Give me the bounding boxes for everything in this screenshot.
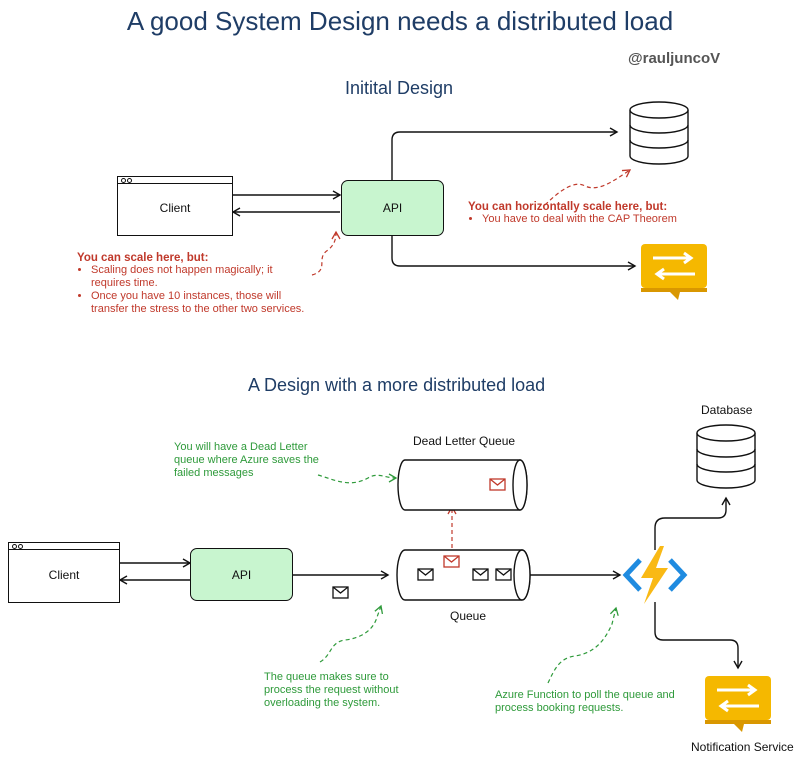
client-window: Client — [117, 176, 233, 236]
dlq-note: You will have a Dead Letter queue where … — [174, 441, 319, 479]
api-label: API — [382, 201, 403, 215]
api-label: API — [231, 567, 252, 582]
distributed-design-heading: A Design with a more distributed load — [248, 375, 546, 395]
scale-note-title: You can scale here, but: — [77, 252, 209, 264]
initial-design-heading: Initital Design — [345, 78, 454, 98]
dead-letter-queue-label: Dead Letter Queue — [413, 434, 516, 448]
api-box: API — [190, 548, 293, 601]
envelope-icon — [472, 568, 489, 581]
envelope-icon — [332, 586, 349, 599]
window-dot — [12, 544, 17, 549]
distributed-connectors — [118, 496, 743, 670]
page-title: A good System Design needs a distributed… — [126, 6, 674, 36]
window-titlebar — [118, 177, 232, 184]
service-bus-icon — [705, 676, 771, 732]
client-label: Client — [48, 568, 80, 582]
envelope-icon — [417, 568, 434, 581]
queue-label: Queue — [450, 609, 487, 623]
window-dot — [121, 178, 126, 183]
horizontal-note-title: You can horizontally scale here, but: — [468, 201, 668, 213]
initial-connectors — [231, 127, 637, 271]
queue-cylinder — [396, 549, 531, 601]
window-dot — [127, 178, 132, 183]
queue-note: The queue makes sure to process the requ… — [264, 671, 399, 709]
client-window: Client — [8, 542, 120, 603]
dead-letter-queue-cylinder — [397, 459, 528, 511]
api-box: API — [341, 180, 444, 236]
horizontal-scale-note: You can horizontally scale here, but: Yo… — [468, 201, 708, 226]
database-icon — [629, 101, 689, 165]
distributed-dashed-callouts — [317, 473, 619, 684]
database-label: Database — [701, 403, 753, 417]
scale-note: You can scale here, but: Scaling does no… — [77, 252, 309, 316]
envelope-icon — [495, 568, 512, 581]
azure-function-icon — [622, 546, 688, 604]
scale-note-bullet: Once you have 10 instances, those will t… — [91, 290, 309, 316]
initial-dashed-callouts — [311, 169, 632, 276]
horizontal-note-bullet: You have to deal with the CAP Theorem — [482, 213, 708, 226]
window-titlebar — [9, 543, 119, 550]
client-label: Client — [159, 201, 191, 215]
window-dot — [18, 544, 23, 549]
service-bus-icon — [641, 244, 707, 300]
envelope-icon — [443, 555, 460, 568]
envelope-icon — [489, 478, 506, 491]
notification-service-label: Notification Service — [691, 740, 794, 754]
scale-note-bullet: Scaling does not happen magically; it re… — [91, 264, 309, 290]
function-note: Azure Function to poll the queue and pro… — [495, 689, 675, 714]
author-handle: @rauljuncoV — [628, 50, 721, 67]
database-icon — [696, 424, 756, 489]
